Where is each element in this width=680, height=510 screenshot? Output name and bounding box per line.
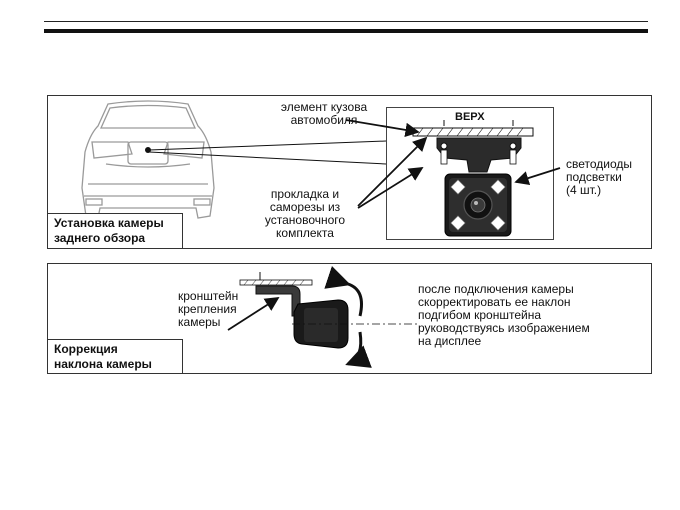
tilt-correction-panel: кронштейн крепления камеры п xyxy=(47,263,652,374)
instruction-text: после подключения камеры скорректировать… xyxy=(418,283,590,348)
instruction-line: после подключения камеры xyxy=(418,282,574,296)
camera-mount-point xyxy=(145,147,151,153)
arrow-to-led xyxy=(514,167,561,186)
label-led: светодиоды подсветки (4 шт.) xyxy=(566,158,632,197)
label-line: комплекта xyxy=(276,226,334,240)
label-line: саморезы из xyxy=(269,200,341,214)
arrow-to-screw-left xyxy=(357,136,428,207)
label-line: светодиоды xyxy=(566,157,633,171)
caption-line: наклона камеры xyxy=(54,357,152,371)
label-line: прокладка и xyxy=(270,187,340,201)
instruction-line: подгибом кронштейна xyxy=(418,308,542,322)
caption-line: Коррекция xyxy=(54,342,118,356)
installation-arrows xyxy=(345,119,561,209)
label-gasket-screws: прокладка и саморезы из установочного ко… xyxy=(260,188,350,240)
label-line: элемент кузова xyxy=(280,100,368,114)
label-line: крепления xyxy=(178,302,237,316)
header-rule-thin xyxy=(44,21,648,22)
instruction-line: на дисплее xyxy=(418,334,482,348)
label-line: автомобиля xyxy=(290,113,358,127)
label-line: кронштейн xyxy=(178,289,239,303)
label-top: ВЕРХ xyxy=(455,111,485,123)
tilt-correction-caption: Коррекция наклона камеры xyxy=(47,339,183,374)
installation-panel: Установка камеры заднего обзора элемент … xyxy=(47,95,652,249)
label-body-element: элемент кузова автомобиля xyxy=(274,101,374,127)
label-line: камеры xyxy=(178,315,221,329)
label-bracket: кронштейн крепления камеры xyxy=(178,290,238,329)
instruction-line: руководствуясь изображением xyxy=(418,321,590,335)
tilt-correction-drawing xyxy=(227,265,420,368)
instruction-line: скорректировать ее наклон xyxy=(418,295,571,309)
arrow-to-gasket xyxy=(357,167,424,209)
header-rule-thick xyxy=(44,29,648,33)
label-line: (4 шт.) xyxy=(566,183,602,197)
caption-line: заднего обзора xyxy=(54,231,146,245)
label-line: подсветки xyxy=(566,170,622,184)
label-line: установочного xyxy=(264,213,346,227)
caption-line: Установка камеры xyxy=(54,216,164,230)
pointer-lines xyxy=(148,140,387,165)
installation-caption: Установка камеры заднего обзора xyxy=(47,213,183,249)
arrow-to-body xyxy=(345,119,420,138)
